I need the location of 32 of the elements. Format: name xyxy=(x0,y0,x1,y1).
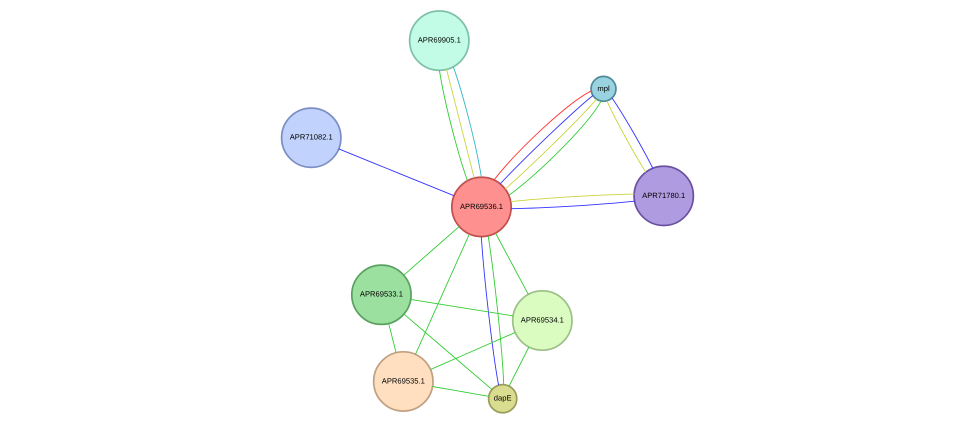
connector xyxy=(510,200,636,210)
connector xyxy=(493,90,592,181)
connector xyxy=(338,148,454,196)
connector xyxy=(504,98,597,190)
connector xyxy=(404,314,492,390)
connector xyxy=(495,232,529,295)
node-circle: dapE xyxy=(488,384,518,414)
connector xyxy=(403,226,460,276)
connector xyxy=(488,235,504,385)
node-circle: APR69905.1 xyxy=(408,10,470,72)
connector xyxy=(452,66,482,178)
node-circle: mpl xyxy=(590,76,617,102)
node-circle: APR69535.1 xyxy=(372,350,434,412)
connector xyxy=(432,386,490,397)
connector xyxy=(388,322,396,354)
connector xyxy=(430,332,516,370)
connector xyxy=(438,70,468,182)
connector xyxy=(508,346,530,387)
node-circle: APR69534.1 xyxy=(512,290,573,352)
connector xyxy=(480,236,500,386)
node-circle: APR71780.1 xyxy=(633,165,694,226)
connector xyxy=(510,194,635,202)
node-circle: APR71082.1 xyxy=(280,107,342,168)
connector xyxy=(410,299,514,316)
connector xyxy=(508,100,602,196)
connector xyxy=(612,98,654,169)
connector xyxy=(415,234,470,355)
node-circle: APR69533.1 xyxy=(350,264,412,326)
connector xyxy=(446,68,475,179)
connector xyxy=(606,100,646,173)
node-circle: APR69536.1 xyxy=(451,176,512,238)
connector xyxy=(500,95,594,184)
